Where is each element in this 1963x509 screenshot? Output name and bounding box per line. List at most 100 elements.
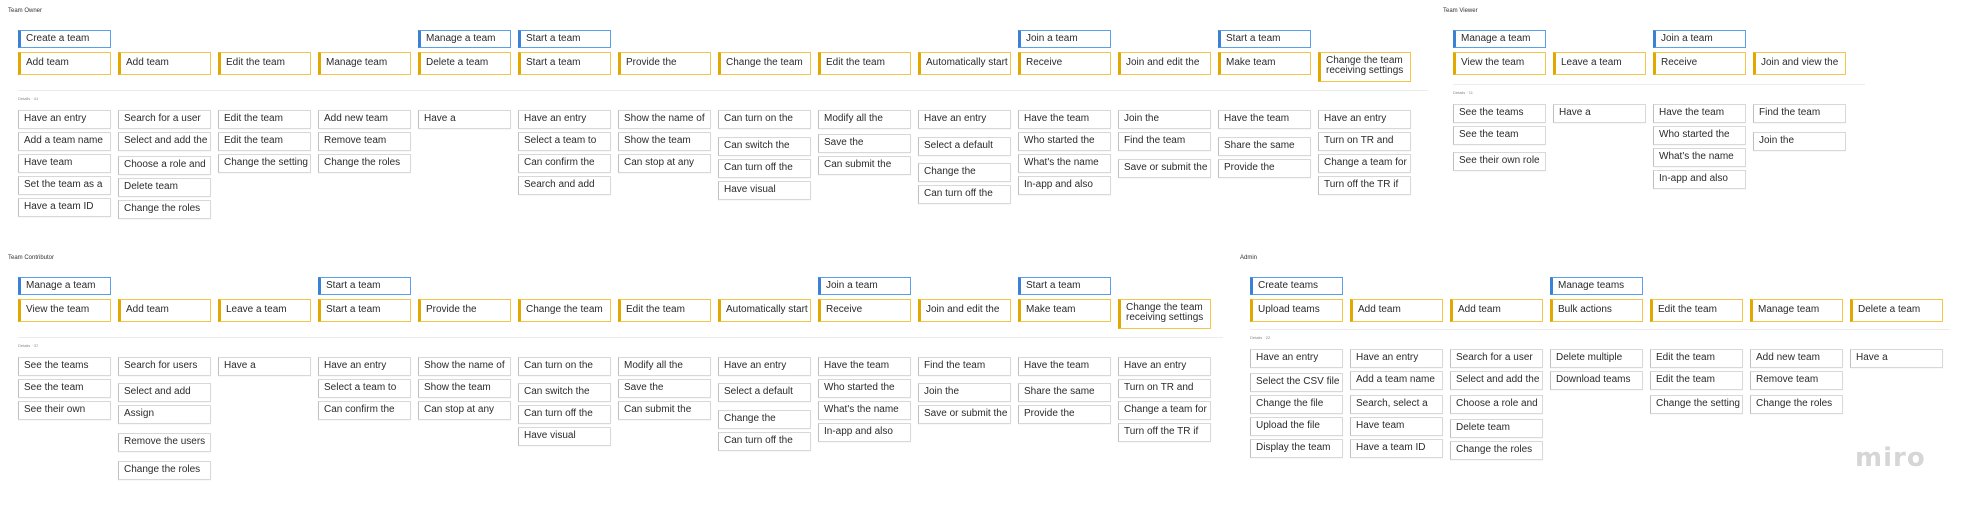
story-card[interactable]: Have an entry bbox=[18, 110, 111, 129]
story-card[interactable]: Upload the file bbox=[1250, 417, 1343, 436]
story-card[interactable]: Search, select a bbox=[1350, 395, 1443, 414]
story-card[interactable]: Remove team bbox=[318, 132, 411, 151]
task-card[interactable]: Change the team receiving settings bbox=[1118, 299, 1211, 329]
task-card[interactable]: Provide the bbox=[418, 299, 511, 322]
story-card[interactable]: Can stop at any bbox=[418, 401, 511, 420]
story-card[interactable]: Can turn off the bbox=[718, 159, 811, 178]
story-card[interactable]: Have team bbox=[18, 154, 111, 173]
story-card[interactable]: Have the team bbox=[818, 357, 911, 376]
activity-card[interactable]: Manage a team bbox=[1453, 30, 1546, 48]
story-card[interactable]: Have an entry bbox=[1350, 349, 1443, 368]
story-card[interactable]: Select and add bbox=[118, 383, 211, 402]
task-card[interactable]: Receive bbox=[1018, 52, 1111, 75]
story-card[interactable]: Have the team bbox=[1653, 104, 1746, 123]
story-card[interactable]: Choose a role and bbox=[118, 156, 211, 175]
story-card[interactable]: Can turn off the bbox=[918, 185, 1011, 204]
activity-card[interactable]: Start a team bbox=[518, 30, 611, 48]
story-card[interactable]: Have a team ID bbox=[18, 198, 111, 217]
activity-card[interactable]: Join a team bbox=[1653, 30, 1746, 48]
story-card[interactable]: See the team bbox=[18, 379, 111, 398]
story-card[interactable]: See the team bbox=[1453, 126, 1546, 145]
activity-card[interactable]: Start a team bbox=[318, 277, 411, 295]
task-card[interactable]: Provide the bbox=[618, 52, 711, 75]
story-card[interactable]: Have a bbox=[218, 357, 311, 376]
story-card[interactable]: Add new team bbox=[318, 110, 411, 129]
story-card[interactable]: Join the bbox=[1753, 132, 1846, 151]
task-card[interactable]: Automatically start bbox=[718, 299, 811, 322]
story-card[interactable]: Have an entry bbox=[1318, 110, 1411, 129]
task-card[interactable]: Leave a team bbox=[218, 299, 311, 322]
task-card[interactable]: Join and edit the bbox=[918, 299, 1011, 322]
story-card[interactable]: Have the team bbox=[1018, 357, 1111, 376]
story-card[interactable]: Can switch the bbox=[718, 137, 811, 156]
story-card[interactable]: Join the bbox=[918, 383, 1011, 402]
story-card[interactable]: Select a default bbox=[918, 137, 1011, 156]
story-card[interactable]: Remove the users bbox=[118, 433, 211, 452]
task-card[interactable]: Start a team bbox=[318, 299, 411, 322]
story-card[interactable]: Modify all the bbox=[618, 357, 711, 376]
story-card[interactable]: Have an entry bbox=[518, 110, 611, 129]
story-card[interactable]: Search for a user bbox=[1450, 349, 1543, 368]
story-card[interactable]: Find the team bbox=[1753, 104, 1846, 123]
story-card[interactable]: Select a team to bbox=[318, 379, 411, 398]
task-card[interactable]: Join and view the bbox=[1753, 52, 1846, 75]
story-card[interactable]: Edit the team bbox=[218, 132, 311, 151]
task-card[interactable]: Add team bbox=[118, 299, 211, 322]
activity-card[interactable]: Manage a team bbox=[18, 277, 111, 295]
story-card[interactable]: Can switch the bbox=[518, 383, 611, 402]
story-card[interactable]: Have visual bbox=[718, 181, 811, 200]
task-card[interactable]: Make team bbox=[1218, 52, 1311, 75]
story-card[interactable]: Have an entry bbox=[1118, 357, 1211, 376]
task-card[interactable]: Edit the team bbox=[218, 52, 311, 75]
story-card[interactable]: Change a team for bbox=[1318, 154, 1411, 173]
story-card[interactable]: Assign bbox=[118, 405, 211, 424]
task-card[interactable]: Change the team receiving settings bbox=[1318, 52, 1411, 82]
story-card[interactable]: Set the team as a bbox=[18, 176, 111, 195]
story-card[interactable]: Change the bbox=[718, 410, 811, 429]
task-card[interactable]: Receive bbox=[818, 299, 911, 322]
story-card[interactable]: Have a team ID bbox=[1350, 439, 1443, 458]
story-card[interactable]: Who started the bbox=[1653, 126, 1746, 145]
task-card[interactable]: Receive bbox=[1653, 52, 1746, 75]
story-card[interactable]: Have a bbox=[1553, 104, 1646, 123]
story-card[interactable]: Add a team name bbox=[1350, 371, 1443, 390]
task-card[interactable]: Edit the team bbox=[618, 299, 711, 322]
story-card[interactable]: Join the bbox=[1118, 110, 1211, 129]
task-card[interactable]: Manage team bbox=[1750, 299, 1843, 322]
story-card[interactable]: Change a team for bbox=[1118, 401, 1211, 420]
story-card[interactable]: Download teams bbox=[1550, 371, 1643, 390]
story-card[interactable]: Can submit the bbox=[818, 156, 911, 175]
story-card[interactable]: Change the setting bbox=[218, 154, 311, 173]
story-card[interactable]: Have visual bbox=[518, 427, 611, 446]
story-card[interactable]: What's the name bbox=[1018, 154, 1111, 173]
story-card[interactable]: Share the same bbox=[1018, 383, 1111, 402]
task-card[interactable]: View the team bbox=[18, 299, 111, 322]
story-card[interactable]: Who started the bbox=[1018, 132, 1111, 151]
activity-card[interactable]: Create a team bbox=[18, 30, 111, 48]
story-card[interactable]: Save or submit the bbox=[918, 405, 1011, 424]
story-card[interactable]: See their own role bbox=[1453, 152, 1546, 171]
story-card[interactable]: Have the team bbox=[1218, 110, 1311, 129]
story-card[interactable]: Have a bbox=[418, 110, 511, 129]
task-card[interactable]: Edit the team bbox=[1650, 299, 1743, 322]
task-card[interactable]: Add team bbox=[18, 52, 111, 75]
task-card[interactable]: Automatically start bbox=[918, 52, 1011, 75]
story-card[interactable]: Choose a role and bbox=[1450, 395, 1543, 414]
activity-card[interactable]: Start a team bbox=[1218, 30, 1311, 48]
story-card[interactable]: Have team bbox=[1350, 417, 1443, 436]
story-card[interactable]: In-app and also bbox=[1018, 176, 1111, 195]
story-card[interactable]: Have an entry bbox=[918, 110, 1011, 129]
story-card[interactable]: Change the file bbox=[1250, 395, 1343, 414]
story-card[interactable]: Edit the team bbox=[1650, 349, 1743, 368]
task-card[interactable]: Upload teams bbox=[1250, 299, 1343, 322]
task-card[interactable]: View the team bbox=[1453, 52, 1546, 75]
story-card[interactable]: In-app and also bbox=[1653, 170, 1746, 189]
task-card[interactable]: Edit the team bbox=[818, 52, 911, 75]
story-card[interactable]: Change the roles bbox=[118, 461, 211, 480]
story-card[interactable]: See the teams bbox=[18, 357, 111, 376]
activity-card[interactable]: Create teams bbox=[1250, 277, 1343, 295]
story-card[interactable]: Can turn on the bbox=[718, 110, 811, 129]
task-card[interactable]: Join and edit the bbox=[1118, 52, 1211, 75]
story-card[interactable]: Select and add the bbox=[118, 132, 211, 151]
story-card[interactable]: Can stop at any bbox=[618, 154, 711, 173]
